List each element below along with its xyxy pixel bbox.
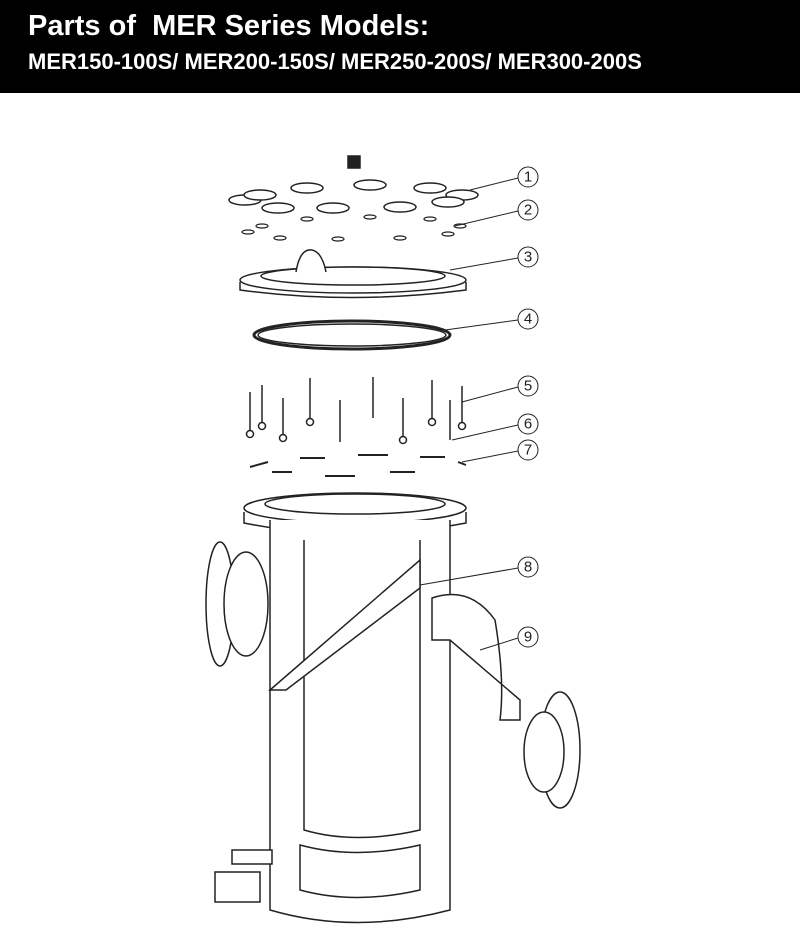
- callout-5: 5: [524, 378, 532, 395]
- clamp-plates: [249, 454, 467, 477]
- header-banner: Parts of MER Series Models: MER150-100S/…: [0, 0, 800, 93]
- o-ring: [252, 319, 452, 351]
- strainer-body: [205, 492, 581, 924]
- washers: [241, 214, 467, 242]
- callouts: [419, 166, 539, 651]
- callout-8: 8: [524, 559, 532, 576]
- model-list: MER150-100S/ MER200-150S/ MER250-200S/ M…: [28, 49, 642, 74]
- callout-6: 6: [524, 416, 532, 433]
- callout-1: 1: [524, 169, 532, 186]
- page-title: Parts of MER Series Models:: [28, 10, 430, 42]
- callout-7: 7: [524, 442, 532, 459]
- bolts: [245, 377, 467, 445]
- callout-9: 9: [524, 629, 532, 646]
- callout-3: 3: [524, 249, 532, 266]
- lid-knobs: [228, 155, 479, 214]
- callout-2: 2: [524, 202, 532, 219]
- lid: [239, 249, 467, 299]
- callout-4: 4: [524, 311, 532, 328]
